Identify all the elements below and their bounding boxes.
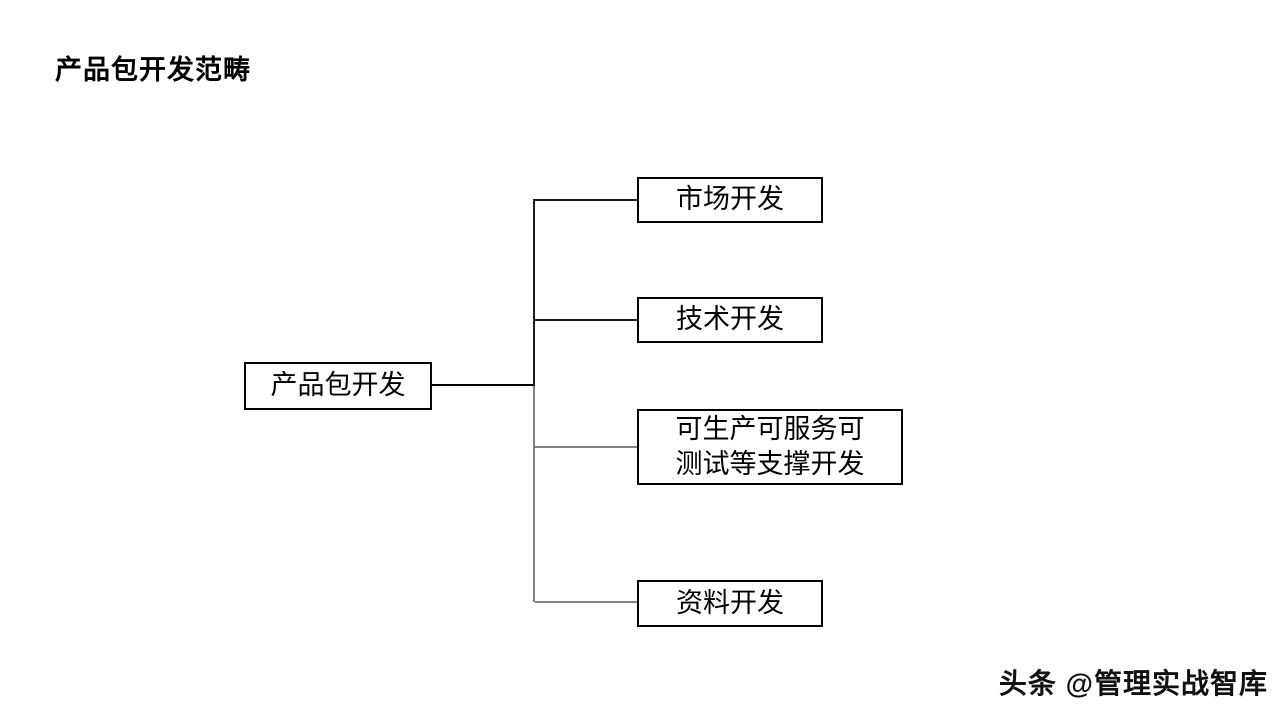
diagram-node-tech-dev: 技术开发 [637, 297, 823, 343]
branch-line-market [535, 199, 637, 201]
diagram-node-market-dev: 市场开发 [637, 177, 823, 223]
watermark-text: 头条 @管理实战智库 [998, 668, 1268, 699]
branch-line-support [535, 446, 637, 448]
diagram-node-root: 产品包开发 [244, 362, 432, 410]
tree-spine-upper [533, 199, 535, 386]
tree-spine-lower [533, 386, 535, 602]
branch-line-docs [535, 601, 637, 603]
branch-line-tech [535, 319, 637, 321]
diagram-node-docs-dev: 资料开发 [637, 580, 823, 627]
diagram-node-support-dev: 可生产可服务可 测试等支撑开发 [637, 409, 903, 485]
root-connector-line [430, 384, 534, 386]
page-title: 产品包开发范畴 [55, 55, 251, 85]
